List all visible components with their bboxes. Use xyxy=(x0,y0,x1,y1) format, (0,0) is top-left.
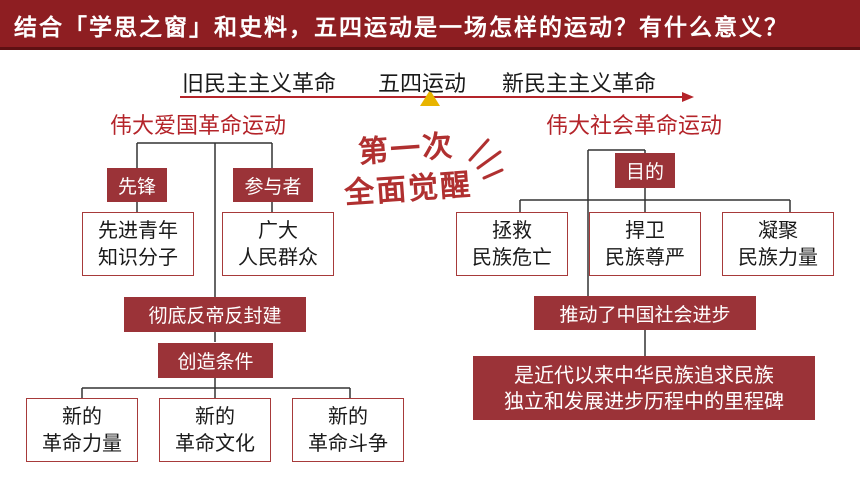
defend-dignity-line2: 民族尊严 xyxy=(605,245,685,269)
stamp-spark-2 xyxy=(476,150,502,170)
milestone-line2: 独立和发展进步历程中的里程碑 xyxy=(504,389,784,413)
vanguard-line2: 知识分子 xyxy=(98,245,178,269)
box-vanguard: 先进青年 知识分子 xyxy=(82,212,194,276)
left-branch-title: 伟大爱国革命运动 xyxy=(110,114,287,139)
box-defend-dignity: 捍卫 民族尊严 xyxy=(589,212,701,276)
box-unite-strength: 凝聚 民族力量 xyxy=(722,212,834,276)
label-purpose: 目的 xyxy=(615,153,675,188)
timeline-new-revolution: 新民主主义革命 xyxy=(502,72,657,97)
save-nation-line1: 拯救 xyxy=(492,218,532,242)
new-force-line1: 新的 xyxy=(62,404,102,428)
participants-line1: 广大 xyxy=(258,218,298,242)
box-new-culture: 新的 革命文化 xyxy=(159,398,271,462)
new-struggle-line2: 革命斗争 xyxy=(308,431,388,455)
unite-strength-line2: 民族力量 xyxy=(738,245,818,269)
participants-line2: 人民群众 xyxy=(238,245,318,269)
new-culture-line2: 革命文化 xyxy=(175,431,255,455)
milestone-line1: 是近代以来中华民族追求民族 xyxy=(514,363,774,387)
unite-strength-line1: 凝聚 xyxy=(758,218,798,242)
header-bar: 结合「学思之窗」和史料，五四运动是一场怎样的运动？有什么意义？ xyxy=(0,0,860,50)
stamp-full-awakening: 全面觉醒 xyxy=(343,167,474,212)
defend-dignity-line1: 捍卫 xyxy=(625,218,665,242)
stamp-spark-1 xyxy=(468,138,490,162)
timeline-marker xyxy=(420,90,440,106)
label-vanguard: 先锋 xyxy=(107,168,167,202)
label-participants: 参与者 xyxy=(233,168,313,202)
new-force-line2: 革命力量 xyxy=(42,431,122,455)
label-social-progress: 推动了中国社会进步 xyxy=(534,296,756,330)
timeline-may-fourth: 五四运动 xyxy=(378,72,467,97)
stamp-spark-3 xyxy=(482,168,504,180)
header-title: 结合「学思之窗」和史料，五四运动是一场怎样的运动？有什么意义？ xyxy=(14,14,789,41)
vanguard-line1: 先进青年 xyxy=(98,218,178,242)
right-branch-title: 伟大社会革命运动 xyxy=(546,114,723,139)
timeline-arrowhead xyxy=(682,92,694,102)
label-create-conditions: 创造条件 xyxy=(158,343,273,378)
new-culture-line1: 新的 xyxy=(195,404,235,428)
label-milestone: 是近代以来中华民族追求民族 独立和发展进步历程中的里程碑 xyxy=(473,356,815,420)
save-nation-line2: 民族危亡 xyxy=(472,245,552,269)
box-save-nation: 拯救 民族危亡 xyxy=(456,212,568,276)
box-new-force: 新的 革命力量 xyxy=(26,398,138,462)
label-thorough: 彻底反帝反封建 xyxy=(124,297,306,332)
box-new-struggle: 新的 革命斗争 xyxy=(292,398,404,462)
box-participants: 广大 人民群众 xyxy=(222,212,334,276)
new-struggle-line1: 新的 xyxy=(328,404,368,428)
timeline-old-revolution: 旧民主主义革命 xyxy=(182,72,337,97)
